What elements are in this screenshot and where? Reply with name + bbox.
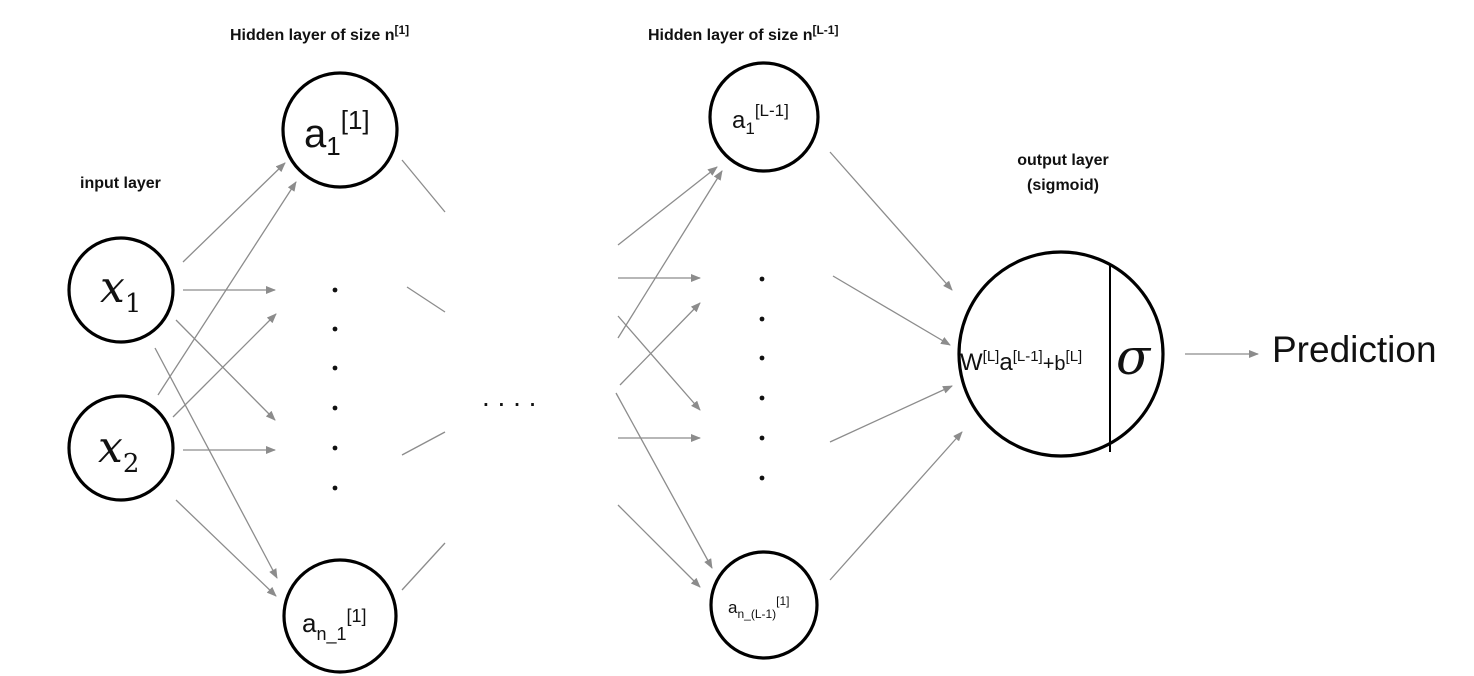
a1-last-sub: 1 [745, 119, 754, 138]
svg-text:an_1[1]: an_1[1] [302, 606, 367, 645]
hidden-layer-1-title-sup: [1] [394, 23, 409, 37]
an-first-sub: n_1 [316, 624, 346, 645]
output-layer-title-line1: output layer [1017, 152, 1109, 169]
hidden1-node-a1: a1[1] [281, 71, 399, 189]
sigma-symbol: σ [1116, 328, 1152, 386]
a1-last-base: a [732, 107, 746, 134]
an-last-sub: n_(L-1) [737, 607, 776, 621]
hidden1-vertical-dots [332, 287, 338, 491]
hidden-layer-last-title-text: Hidden layer of size n [648, 27, 812, 44]
x2-base: x [98, 422, 123, 473]
hidden-layer-1-title: Hidden layer of size n[1] [230, 23, 409, 44]
formula-a-sup: [L-1] [1013, 348, 1043, 365]
formula-w-sup: [L] [983, 348, 1000, 365]
prediction-label: Prediction [1272, 329, 1437, 370]
hidden-layer-last-title: Hidden layer of size n[L-1] [648, 23, 838, 44]
formula-plus-b: +b [1043, 353, 1066, 375]
svg-text:an_(L-1)[1]: an_(L-1)[1] [728, 594, 790, 621]
svg-text:x1: x1 [100, 262, 141, 319]
hidden-last-node-a1: a1[L-1] [708, 61, 820, 173]
output-formula: W[L]a[L-1]+b[L] [960, 348, 1082, 376]
input-layer-title: input layer [80, 175, 161, 192]
formula-b-sup: [L] [1066, 348, 1083, 365]
hidden-layer-last-title-sup: [L-1] [812, 23, 838, 37]
x2-sub: 2 [123, 449, 140, 479]
layers-ellipsis: . . . . [482, 381, 536, 412]
an-first-sup: [1] [347, 606, 367, 626]
x1-base: x [100, 262, 125, 313]
input-node-x2: x2 [67, 394, 175, 502]
formula-w: W [960, 349, 983, 376]
hidden-last-node-an: an_(L-1)[1] [709, 550, 819, 660]
edges-input-to-hidden1 [154, 162, 297, 597]
an-last-sup: [1] [776, 594, 789, 608]
edges-hidden1-out [401, 159, 446, 591]
input-node-x1: x1 [67, 236, 175, 344]
svg-text:a1[L-1]: a1[L-1] [732, 101, 789, 138]
hidden-layer-1-title-text: Hidden layer of size n [230, 27, 394, 44]
a1-last-sup: [L-1] [755, 101, 789, 120]
output-node: W[L]a[L-1]+b[L] σ [957, 250, 1165, 458]
svg-text:a1[1]: a1[1] [304, 105, 370, 161]
an-first-base: a [302, 608, 317, 638]
svg-text:x2: x2 [98, 422, 139, 479]
formula-a: a [999, 349, 1013, 376]
hidden-last-vertical-dots [759, 276, 765, 481]
edges-into-hidden-last [615, 166, 723, 588]
x1-sub: 1 [125, 289, 142, 319]
output-layer-title-line2: (sigmoid) [1027, 177, 1099, 194]
a1-first-sup: [1] [341, 105, 370, 135]
a1-first-base: a [304, 112, 327, 156]
an-last-base: a [728, 598, 738, 617]
edges-hidden-last-to-output [829, 151, 963, 581]
hidden1-node-an: an_1[1] [282, 558, 398, 674]
a1-first-sub: 1 [326, 131, 340, 161]
